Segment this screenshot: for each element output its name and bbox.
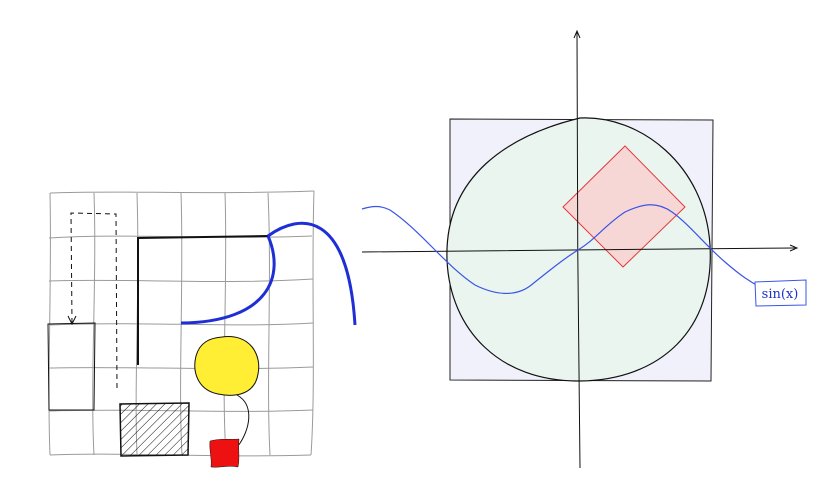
sine-label-box xyxy=(754,279,807,307)
sine-curve xyxy=(361,204,763,294)
y-axis-arrowhead xyxy=(573,29,581,39)
grid-line xyxy=(223,192,227,456)
grid-line xyxy=(92,192,96,456)
x-axis xyxy=(361,247,796,253)
sine-label: sin(x) xyxy=(762,287,799,302)
red-diamond xyxy=(562,145,686,268)
blue-curve-lower xyxy=(180,235,276,325)
hatched-rectangle xyxy=(119,402,190,457)
outline-rectangle xyxy=(47,322,96,411)
yellow-blob xyxy=(194,336,260,396)
grid-line xyxy=(49,190,315,194)
grid-line xyxy=(267,192,271,456)
blue-curve-upper xyxy=(267,221,357,326)
right-plot-panel: sin(x) xyxy=(361,29,807,469)
black-corner-line xyxy=(137,235,269,365)
grid-line xyxy=(48,192,51,456)
dashed-arrowhead xyxy=(67,315,77,326)
x-axis-arrowhead xyxy=(789,244,799,252)
dashed-path xyxy=(70,212,118,391)
grid-line xyxy=(48,366,314,370)
left-sketch-panel xyxy=(47,190,357,468)
red-square xyxy=(209,438,240,468)
connector-line xyxy=(236,394,250,447)
grid-line xyxy=(48,278,314,283)
